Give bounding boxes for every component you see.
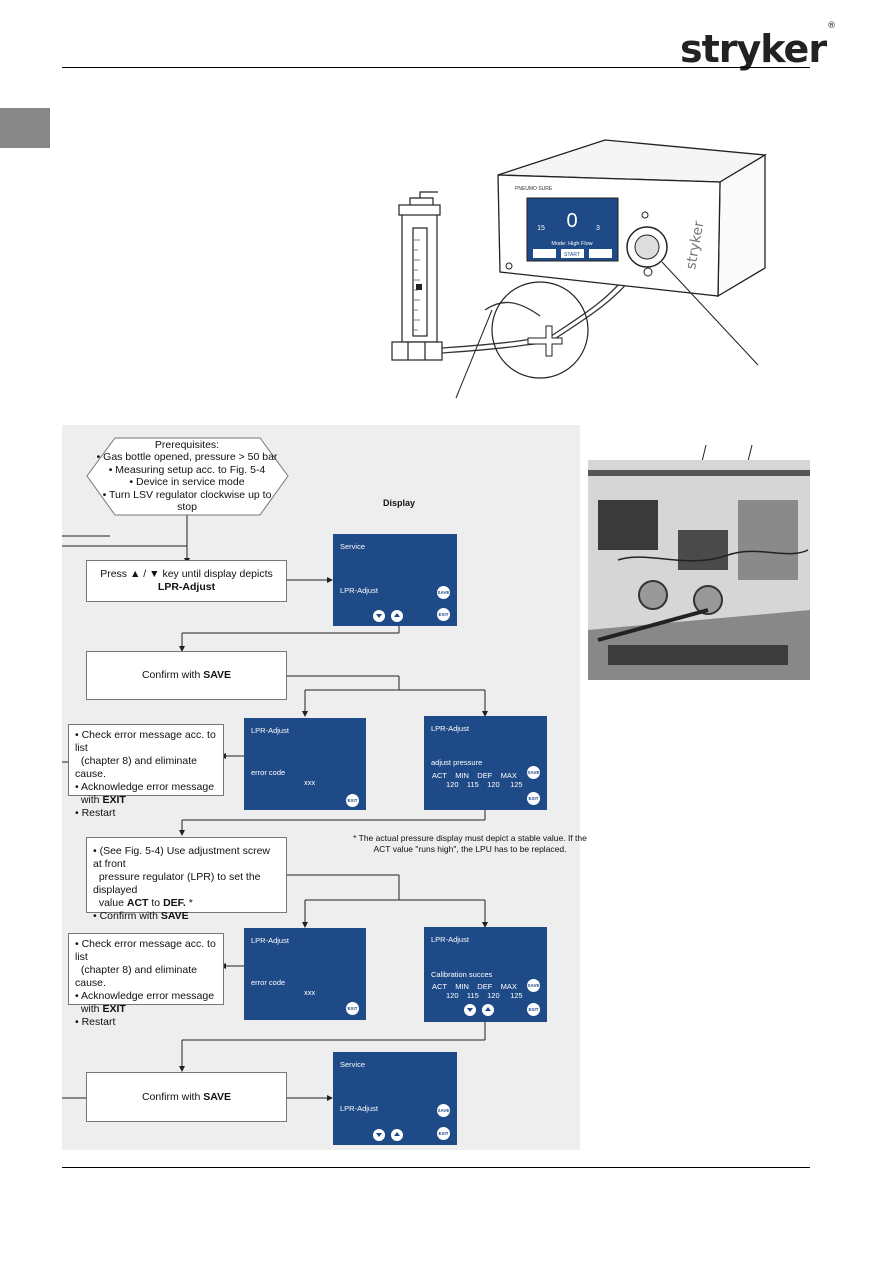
arrow-up-icon[interactable]	[391, 610, 403, 622]
screen-title: LPR-Adjust	[251, 936, 289, 945]
screen-line: LPR-Adjust	[340, 586, 378, 595]
screen-line: LPR-Adjust	[340, 1104, 378, 1113]
arrow-up-icon[interactable]	[482, 1004, 494, 1016]
exit-button[interactable]: EXIT	[437, 1127, 450, 1140]
save-button[interactable]: SAVE	[527, 766, 540, 779]
exit-button[interactable]: EXIT	[346, 794, 359, 807]
arrow-down-icon[interactable]	[464, 1004, 476, 1016]
header-rule	[62, 67, 810, 68]
prerequisites-title: Prerequisites:	[154, 438, 220, 451]
svg-text:15: 15	[537, 225, 545, 232]
step-confirm-save-1: Confirm with SAVE	[86, 651, 287, 700]
arrow-up-icon[interactable]	[391, 1129, 403, 1141]
screen-title: LPR-Adjust	[431, 724, 469, 733]
save-button[interactable]: SAVE	[437, 1104, 450, 1117]
exit-button[interactable]: EXIT	[346, 1002, 359, 1015]
screen-error-2: LPR-Adjust error code xxx EXIT	[244, 928, 366, 1020]
screen-calibration-success: LPR-Adjust Calibration succes ACT MIN DE…	[424, 927, 547, 1022]
prerequisites-block: Prerequisites: • Gas bottle opened, pres…	[96, 438, 278, 514]
prereq-item-3: Device in service mode	[136, 476, 245, 488]
error-code-label: error code	[251, 978, 286, 987]
value-readout: 120 115 120 125	[446, 780, 523, 789]
screen-error-1: LPR-Adjust error code xxx EXIT	[244, 718, 366, 810]
value-labels: ACT MIN DEF MAX	[432, 982, 517, 991]
arrow-down-icon[interactable]	[373, 1129, 385, 1141]
prereq-item-1: Gas bottle opened, pressure > 50 bar	[103, 451, 278, 463]
screen-adjust-pressure: LPR-Adjust adjust pressure ACT MIN DEF M…	[424, 716, 547, 810]
save-button[interactable]: SAVE	[437, 586, 450, 599]
error-code-label: error code	[251, 768, 286, 777]
footer-rule	[62, 1167, 810, 1168]
display-heading: Display	[383, 498, 416, 508]
step-confirm-save-2: Confirm with SAVE	[86, 1072, 287, 1122]
chapter-tab	[0, 108, 50, 148]
screen-service-2: Service LPR-Adjust SAVE EXIT	[333, 1052, 457, 1145]
screen-line: adjust pressure	[431, 758, 483, 767]
step-press-key: Press ▲ / ▼ key until display depicts LP…	[86, 560, 287, 602]
error-code-value: xxx	[304, 988, 316, 997]
svg-text:0: 0	[566, 210, 577, 232]
svg-text:PNEUMO SURE: PNEUMO SURE	[515, 186, 553, 192]
svg-text:START: START	[564, 252, 580, 258]
screen-title: LPR-Adjust	[431, 935, 469, 944]
exit-button[interactable]: EXIT	[527, 1003, 540, 1016]
screen-title: Service	[340, 542, 366, 551]
save-button[interactable]: SAVE	[527, 979, 540, 992]
step-adjust-screw: • (See Fig. 5-4) Use adjustment screw at…	[86, 837, 287, 922]
error-handling-1: • Check error message acc. to list (chap…	[68, 724, 224, 819]
svg-text:3: 3	[596, 225, 600, 232]
exit-button[interactable]: EXIT	[437, 608, 450, 621]
photo-detail	[588, 460, 810, 680]
prereq-item-4: Turn LSV regulator clockwise up to stop	[108, 488, 272, 514]
error-code-value: xxx	[304, 778, 316, 787]
screen-line: Calibration succes	[431, 970, 493, 979]
value-readout: 120 115 120 125	[446, 991, 523, 1000]
screen-title: LPR-Adjust	[251, 726, 289, 735]
screen-service-1: Service LPR-Adjust SAVE EXIT	[333, 534, 457, 626]
stryker-logo: stryker®	[680, 21, 836, 71]
screen-title: Service	[340, 1060, 366, 1069]
arrow-down-icon[interactable]	[373, 610, 385, 622]
error-handling-2: • Check error message acc. to list (chap…	[68, 933, 224, 1028]
value-labels: ACT MIN DEF MAX	[432, 771, 517, 780]
internal-photo	[588, 460, 810, 680]
svg-text:Mode: High Flow: Mode: High Flow	[551, 241, 592, 247]
exit-button[interactable]: EXIT	[527, 792, 540, 805]
prereq-item-2: Measuring setup acc. to Fig. 5-4	[115, 463, 266, 476]
stability-note: * The actual pressure display must depic…	[353, 833, 587, 854]
